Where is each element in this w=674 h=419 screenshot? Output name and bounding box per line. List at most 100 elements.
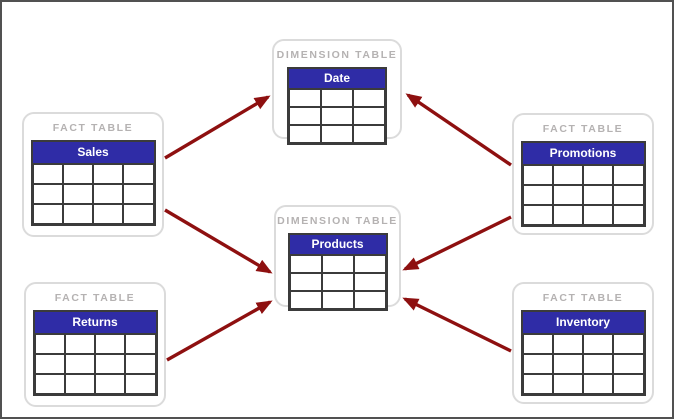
table-cell (583, 185, 614, 205)
products-table: Products (287, 233, 388, 311)
table-cell (32, 184, 63, 204)
arrow-sales-date (164, 95, 271, 160)
table-cell (522, 334, 553, 354)
table-cell (62, 184, 93, 204)
table-cell (353, 273, 386, 291)
table-cell (32, 164, 63, 184)
table-cell (34, 354, 65, 374)
entity-products: DIMENSION TABLE Products (274, 205, 401, 311)
entity-sales: FACT TABLE Sales (22, 112, 164, 237)
table-cell (289, 107, 321, 125)
table-cell (552, 205, 583, 225)
arrow-returns-products (166, 300, 273, 362)
table-cell (353, 125, 385, 143)
entity-kind-label: FACT TABLE (54, 292, 136, 304)
table-cell (123, 184, 154, 204)
inventory-table: Inventory (520, 310, 646, 396)
table-cell (32, 204, 63, 224)
entity-returns: FACT TABLE Returns (24, 282, 166, 407)
arrow-inventory-products (402, 297, 512, 353)
table-cell (34, 334, 65, 354)
table-cells (522, 334, 644, 394)
table-cell (552, 374, 583, 394)
table-cell (289, 255, 322, 273)
table-cell (64, 354, 95, 374)
entity-promotions: FACT TABLE Promotions (512, 113, 654, 235)
returns-table: Returns (32, 310, 158, 396)
table-cell (93, 184, 124, 204)
table-cell (613, 374, 644, 394)
table-cell (353, 107, 385, 125)
table-cell (125, 354, 156, 374)
table-cell (95, 354, 126, 374)
table-cell (522, 165, 553, 185)
table-cell (321, 255, 354, 273)
table-cell (353, 255, 386, 273)
arrow-promotions-products (402, 215, 512, 271)
table-cell (552, 354, 583, 374)
table-cell (125, 374, 156, 394)
table-cell (93, 164, 124, 184)
entity-kind-label: FACT TABLE (542, 292, 624, 304)
entity-kind-label: FACT TABLE (52, 122, 134, 134)
table-cell (613, 165, 644, 185)
table-cell (123, 164, 154, 184)
table-cell (34, 374, 65, 394)
table-cell (289, 89, 321, 107)
table-cell (583, 205, 614, 225)
table-cell (522, 205, 553, 225)
table-cells (32, 164, 154, 224)
table-cell (64, 334, 95, 354)
table-cell (93, 204, 124, 224)
entity-kind-label: DIMENSION TABLE (276, 49, 398, 61)
table-cell (583, 334, 614, 354)
entity-kind-label: FACT TABLE (542, 123, 624, 135)
table-cells (522, 165, 644, 225)
table-cell (62, 164, 93, 184)
table-cell (95, 334, 126, 354)
table-cells (289, 255, 386, 309)
date-table: Date (287, 67, 387, 145)
table-cell (583, 374, 614, 394)
table-cell (552, 185, 583, 205)
table-cell (522, 354, 553, 374)
table-header: Returns (34, 312, 156, 334)
table-cell (321, 89, 353, 107)
table-cell (321, 291, 354, 309)
table-cell (353, 291, 386, 309)
table-header: Date (289, 69, 385, 89)
entity-date: DIMENSION TABLE Date (272, 39, 402, 145)
sales-table: Sales (30, 140, 156, 226)
table-cells (34, 334, 156, 394)
table-cell (522, 374, 553, 394)
promotions-table: Promotions (520, 141, 646, 227)
arrow-sales-products (164, 208, 273, 274)
table-cell (552, 165, 583, 185)
table-cell (125, 334, 156, 354)
arrow-promotions-date (405, 93, 512, 167)
table-cell (289, 273, 322, 291)
table-cell (62, 204, 93, 224)
table-cell (289, 291, 322, 309)
table-cells (289, 89, 385, 143)
table-cell (583, 354, 614, 374)
entity-inventory: FACT TABLE Inventory (512, 282, 654, 404)
table-cell (613, 354, 644, 374)
table-cell (289, 125, 321, 143)
entity-kind-label: DIMENSION TABLE (277, 215, 398, 227)
table-cell (552, 334, 583, 354)
table-cell (353, 89, 385, 107)
table-cell (613, 334, 644, 354)
table-cell (583, 165, 614, 185)
table-cell (321, 125, 353, 143)
table-cell (123, 204, 154, 224)
table-cell (613, 185, 644, 205)
table-header: Promotions (522, 143, 644, 165)
table-header: Products (289, 235, 386, 255)
table-cell (64, 374, 95, 394)
table-cell (321, 273, 354, 291)
table-cell (321, 107, 353, 125)
table-header: Inventory (522, 312, 644, 334)
table-header: Sales (32, 142, 154, 164)
